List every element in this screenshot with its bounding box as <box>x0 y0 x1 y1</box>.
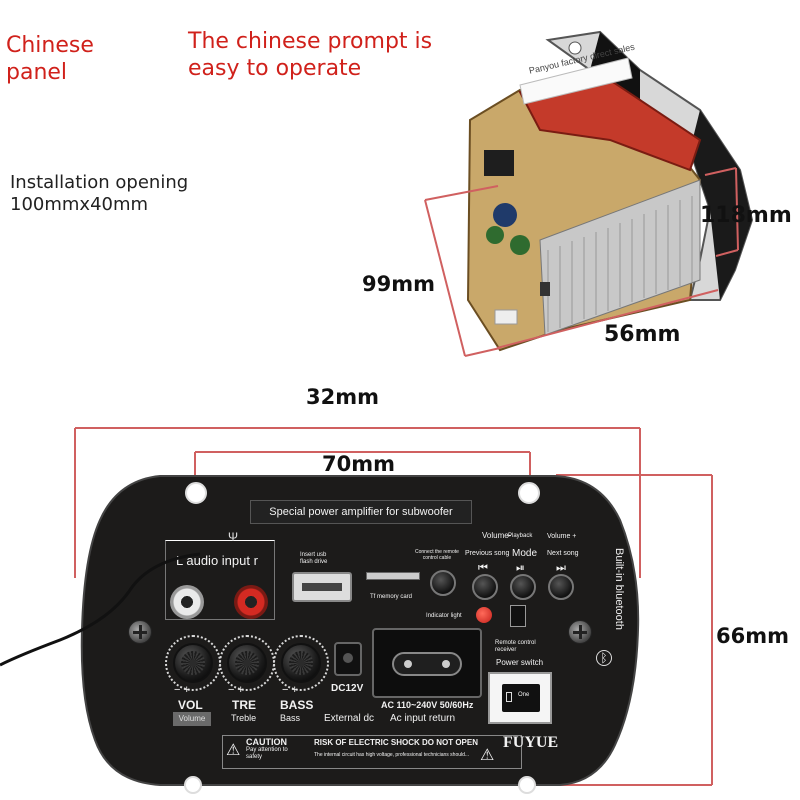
audio-cable <box>0 552 200 667</box>
mount-hole-left <box>185 482 207 504</box>
dim-56mm: 56mm <box>604 322 681 347</box>
green-capacitor <box>510 235 530 255</box>
usb-label: Insert usb flash drive <box>300 552 328 565</box>
usb-port[interactable] <box>292 572 352 602</box>
connector <box>494 309 518 325</box>
panel-dimension-lines <box>74 427 713 786</box>
banner-label: Special power amplifier for subwoofer <box>250 500 472 524</box>
next-song-label: Next song <box>547 550 579 557</box>
brand-label: FUYUE <box>503 734 559 751</box>
tf-card-label: Tf memory card <box>370 594 413 600</box>
remote-receiver-label: Remote control receiver <box>495 640 536 653</box>
volume-plus-label: Volume + <box>547 533 577 540</box>
bass-minus-plus: − + <box>282 684 298 696</box>
warning-icon: ⚠ <box>226 742 241 759</box>
warning-icon-right: ⚠ <box>480 747 495 764</box>
bracket-hole <box>568 41 582 55</box>
mode-label: Mode <box>512 548 538 559</box>
power-switch[interactable]: One <box>502 684 540 712</box>
treble-caption: Treble <box>231 713 257 723</box>
volume-minus-label: Volume- <box>482 531 512 540</box>
bass-dot-ring <box>273 635 329 691</box>
indicator-light-label: Indicator light <box>426 613 462 619</box>
module-photo <box>424 30 754 357</box>
audio-input-label: L audio input r <box>176 553 258 568</box>
sticker-shape <box>519 57 633 105</box>
tf-card-slot[interactable] <box>366 572 420 580</box>
caution-strip <box>222 735 522 769</box>
panel-screw-right <box>568 620 592 644</box>
dim-32mm: 32mm <box>306 385 379 409</box>
heatsink-fins <box>547 196 693 332</box>
dim-70mm: 70mm <box>322 452 395 476</box>
power-switch-frame: One <box>488 672 552 724</box>
next-icon: ⏭ <box>556 562 566 574</box>
indicator-light <box>476 607 492 623</box>
caution-sub-label: Pay attention to safety <box>246 747 288 760</box>
playback-label: Playback <box>508 533 533 539</box>
dc-label: DC12V <box>331 683 364 694</box>
audio-input-frame <box>165 540 275 620</box>
photo-dimension-lines <box>424 167 739 357</box>
previous-song-label: Previous song <box>465 550 510 557</box>
chinese-panel-note: Chinese panel <box>6 33 94 85</box>
ac-input-label: Ac input return <box>390 713 456 724</box>
power-switch-label: Power switch <box>496 658 544 667</box>
bass-caption: Bass <box>280 713 301 723</box>
bottom-hole-left <box>184 776 202 794</box>
easy-operate-note: The chinese prompt is easy to operate <box>188 29 433 81</box>
capacitor <box>493 203 517 227</box>
mode-button[interactable] <box>510 574 536 600</box>
vol-minus-plus: − + <box>174 684 190 696</box>
remote-cable-label: Connect the remote control cable <box>415 549 459 561</box>
bracket-side <box>690 110 752 300</box>
vol-label: VOL <box>178 698 203 712</box>
tre-knob[interactable] <box>227 643 267 683</box>
dc-jack[interactable] <box>334 642 362 676</box>
bluetooth-icon: ᛒ <box>596 650 612 666</box>
tre-minus-plus: − + <box>228 684 244 696</box>
dim-99mm: 99mm <box>362 272 435 296</box>
mount-hole-right <box>518 482 540 504</box>
bass-knob[interactable] <box>281 643 321 683</box>
caution-label: CAUTION <box>246 737 287 747</box>
ac-socket[interactable] <box>372 628 482 698</box>
rca-left-jack[interactable] <box>170 585 204 619</box>
external-dc-label: External dc <box>324 713 375 724</box>
previous-icon: ⏮ <box>478 562 488 574</box>
play-pause-icon: ⏯ <box>516 562 525 574</box>
antenna-icon: Ψ <box>228 530 239 544</box>
switch-label: One <box>518 692 530 698</box>
bass-label: BASS <box>280 698 314 712</box>
green-capacitor-2 <box>486 226 504 244</box>
tre-label: TRE <box>232 698 256 712</box>
bottom-hole-right <box>518 776 536 794</box>
next-button[interactable] <box>548 574 574 600</box>
dim-118mm: 118mm <box>700 203 792 228</box>
dim-66mm: 66mm <box>716 624 789 648</box>
volume-caption: Volume <box>173 712 211 726</box>
transformer <box>484 150 514 176</box>
ac-rating-label: AC 110~240V 50/60Hz <box>381 700 474 710</box>
vol-knob[interactable] <box>173 643 213 683</box>
small-cap <box>540 282 550 296</box>
shock-warning: RISK OF ELECTRIC SHOCK DO NOT OPEN <box>314 738 479 747</box>
remote-cable-jack[interactable] <box>430 570 456 596</box>
remote-receiver <box>510 605 526 627</box>
shock-sub-label: The internal circuit has high voltage, p… <box>314 752 470 758</box>
rca-right-jack[interactable] <box>234 585 268 619</box>
installation-note: Installation opening 100mmx40mm <box>10 172 189 215</box>
bluetooth-label: Built-in bluetooth <box>613 548 625 630</box>
previous-button[interactable] <box>472 574 498 600</box>
panel-screw-left <box>128 620 152 644</box>
